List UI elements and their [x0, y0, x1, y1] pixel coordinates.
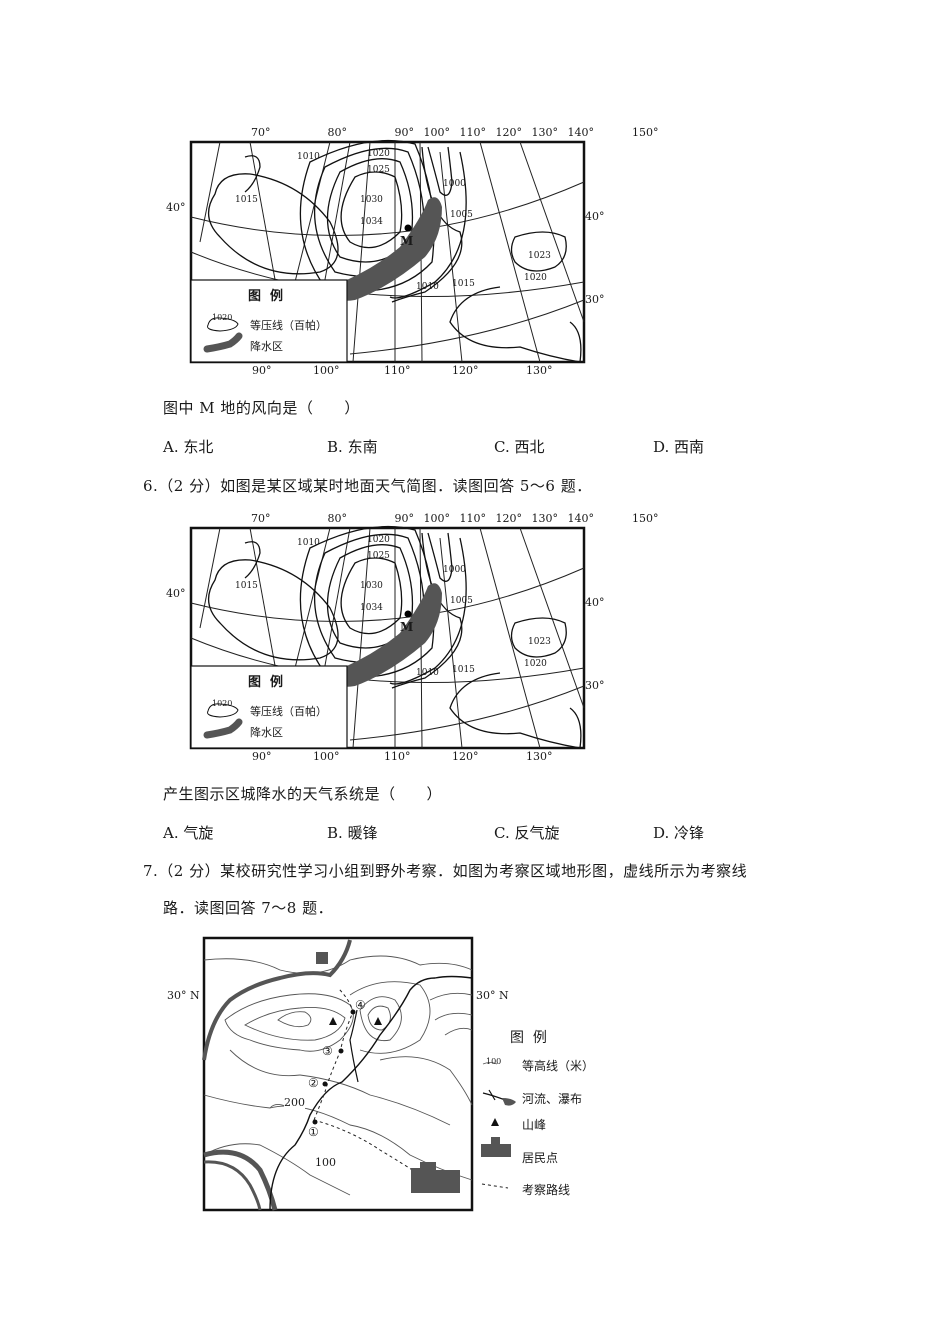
legend-isobar-sample: 1020 [212, 313, 233, 322]
isobar-label: 1034 [360, 603, 383, 613]
question7-header-line2: 路．读图回答 7～8 题． [163, 899, 334, 917]
isobar-label: 1023 [528, 251, 551, 261]
isobar-label: 1015 [235, 581, 258, 591]
question5-stem: 图中 M 地的风向是（ ） [163, 399, 360, 417]
legend-isobar-label: 等压线（百帕） [250, 319, 327, 332]
terrain-lat-left: 30° N [167, 989, 200, 1002]
weather-map-2-bottom-lon-0: 90° [252, 750, 272, 763]
legend-isobar-sample: 1020 [212, 699, 233, 708]
contour-label-200: 200 [284, 1096, 305, 1109]
weather-map-1-top-lon: 70° 80° 90° 100° 110° 120° 130° 140° 150… [251, 126, 659, 139]
weather-map-2-bottom-lon-1: 100° [313, 750, 340, 763]
terrain-map: 30° N 30° N 200 100 ① ② ③ ④ 图 例 100 等高线（… [150, 930, 600, 1220]
isobar-label: 1000 [443, 179, 466, 189]
weather-map-2-bottom-lon-3: 120° [452, 750, 479, 763]
question6-option-a[interactable]: A. 气旋 [163, 824, 214, 842]
stop-3: ③ [322, 1044, 333, 1058]
weather-map-2-top-lon: 70° 80° 90° 100° 110° 120° 130° 140° 150… [251, 512, 659, 525]
terrain-legend-river-label: 河流、瀑布 [522, 1092, 583, 1106]
weather-map-2-graphic [189, 525, 586, 750]
contour-label-100: 100 [315, 1156, 336, 1169]
weather-map-2-bottom-lon-2: 110° [384, 750, 411, 763]
question5-option-b[interactable]: B. 东南 [327, 438, 378, 456]
isobar-label: 1000 [443, 565, 466, 575]
isobar-label: 1020 [524, 659, 547, 669]
legend-title: 图 例 [248, 675, 284, 690]
point-m-label: M [400, 620, 414, 634]
weather-map-1-bottom-lon-4: 130° [526, 364, 553, 377]
question5-option-d[interactable]: D. 西南 [653, 438, 705, 456]
weather-map-2-right-lat-40: 40° [585, 596, 605, 609]
stop-2: ② [308, 1076, 319, 1090]
isobar-label: 1005 [450, 596, 473, 606]
isobar-label: 1030 [360, 581, 383, 591]
legend-precip-label: 降水区 [250, 340, 283, 353]
weather-map-1-graphic [189, 139, 586, 364]
isobar-label: 1010 [416, 282, 439, 292]
question6-option-d[interactable]: D. 冷锋 [653, 824, 705, 842]
isobar-label: 1010 [297, 152, 320, 162]
stop-4: ④ [355, 998, 366, 1012]
weather-map-1: 70° 80° 90° 100° 110° 120° 130° 140° 150… [160, 122, 658, 377]
weather-map-1-right-lat-40: 40° [585, 210, 605, 223]
question5-option-c[interactable]: C. 西北 [494, 438, 545, 456]
isobar-label: 1020 [524, 273, 547, 283]
isobar-label: 1010 [297, 538, 320, 548]
weather-map-1-left-lat: 40° [166, 201, 186, 214]
weather-map-1-bottom-lon-0: 90° [252, 364, 272, 377]
weather-map-1-right-lat-30: 30° [585, 293, 605, 306]
question6-header: 6.（2 分）如图是某区域某时地面天气简图．读图回答 5～6 题． [143, 477, 592, 495]
isobar-label: 1034 [360, 217, 383, 227]
isobar-label: 1015 [235, 195, 258, 205]
isobar-label: 1030 [360, 195, 383, 205]
legend-isobar-label: 等压线（百帕） [250, 705, 327, 718]
question6-option-c[interactable]: C. 反气旋 [494, 824, 560, 842]
point-m-label: M [400, 234, 414, 248]
terrain-legend-contour-label: 等高线（米） [522, 1059, 595, 1073]
isobar-label: 1020 [367, 535, 390, 545]
isobar-label: 1010 [416, 668, 439, 678]
isobar-label: 1023 [528, 637, 551, 647]
weather-map-2-left-lat: 40° [166, 587, 186, 600]
isobar-label: 1015 [452, 279, 475, 289]
isobar-label: 1025 [367, 551, 390, 561]
question6-option-b[interactable]: B. 暖锋 [327, 824, 378, 842]
question5-option-a[interactable]: A. 东北 [163, 438, 214, 456]
weather-map-2-bottom-lon-4: 130° [526, 750, 553, 763]
legend-title: 图 例 [248, 289, 284, 304]
terrain-legend-route-label: 考察路线 [522, 1183, 571, 1197]
isobar-label: 1025 [367, 165, 390, 175]
isobar-label: 1015 [452, 665, 475, 675]
terrain-legend-contour-sample: 100 [486, 1057, 502, 1066]
stop-1: ① [308, 1125, 319, 1139]
terrain-legend-peak-label: 山峰 [522, 1118, 547, 1132]
terrain-legend-title: 图 例 [510, 1030, 547, 1046]
isobar-label: 1005 [450, 210, 473, 220]
question7-header-line1: 7.（2 分）某校研究性学习小组到野外考察．如图为考察区域地形图，虚线所示为考察… [143, 862, 748, 880]
terrain-map-graphic [202, 936, 516, 1212]
weather-map-1-bottom-lon-2: 110° [384, 364, 411, 377]
question6-stem: 产生图示区城降水的天气系统是（ ） [163, 785, 443, 803]
weather-map-1-bottom-lon-3: 120° [452, 364, 479, 377]
terrain-legend-settlement-label: 居民点 [522, 1151, 559, 1165]
terrain-lat-right: 30° N [476, 989, 509, 1002]
weather-map-2: 70° 80° 90° 100° 110° 120° 130° 140° 150… [160, 508, 658, 763]
isobar-label: 1020 [367, 149, 390, 159]
weather-map-1-bottom-lon-1: 100° [313, 364, 340, 377]
legend-precip-label: 降水区 [250, 726, 283, 739]
weather-map-2-right-lat-30: 30° [585, 679, 605, 692]
